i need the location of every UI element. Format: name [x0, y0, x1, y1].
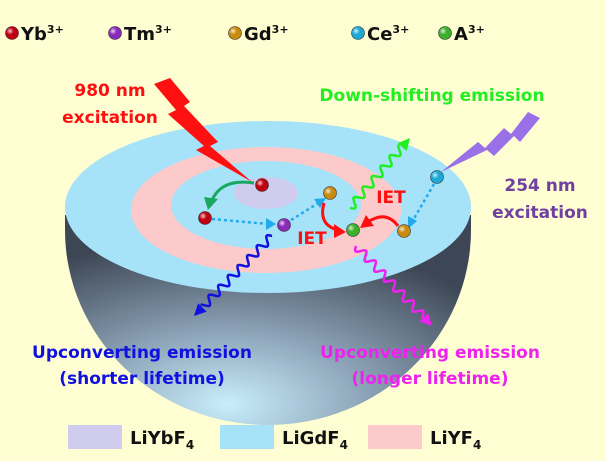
- legend-ion-ce-icon-shine: [351, 26, 365, 40]
- layer-label: LiYF4: [430, 428, 481, 452]
- layer-swatch: [220, 425, 274, 449]
- ce-ion-shine: [430, 170, 444, 184]
- exc980-label-2: excitation: [62, 108, 158, 128]
- layer-swatch: [368, 425, 422, 449]
- legend-ion-label: Tm3+: [124, 23, 172, 45]
- lightning-980-icon: [154, 78, 252, 182]
- legend-ion-label: A3+: [454, 23, 485, 45]
- arrowhead: [204, 197, 218, 210]
- layer-legend: LiYbF4 LiGdF4 LiYF4: [68, 425, 481, 452]
- transfer-ce-gd: [410, 183, 436, 223]
- layer-label: LiYbF4: [130, 428, 194, 452]
- legend-ion-label: Gd3+: [244, 23, 289, 45]
- legend-ion-yb-icon-shine: [5, 26, 19, 40]
- exc254-label-2: excitation: [492, 203, 588, 223]
- downshift-emission-arrow: [349, 143, 402, 210]
- core-liybf4: [234, 177, 298, 209]
- arrowhead: [360, 215, 374, 228]
- exc980-label-1: 980 nm: [74, 81, 145, 101]
- downshift-emission-arrow-head: [397, 138, 410, 152]
- uc-long-label-1: Upconverting emission: [320, 343, 540, 363]
- iet-label-2: IET: [297, 229, 327, 249]
- tm-ion-shine: [277, 218, 291, 232]
- yb-ion-shine: [255, 178, 269, 192]
- downshift-label: Down-shifting emission: [319, 86, 544, 106]
- uc-short-label-2: (shorter lifetime): [59, 369, 225, 389]
- arrowhead: [408, 216, 417, 229]
- arrowhead: [334, 224, 346, 238]
- legend-ion-tm-icon-shine: [108, 26, 122, 40]
- uc-long-emission-arrow: [353, 245, 425, 319]
- yb-ion-shine: [198, 211, 212, 225]
- gd-ion-shine: [397, 224, 411, 238]
- a-ion-shine: [346, 223, 360, 237]
- uc-short-emission-arrow-head: [194, 303, 207, 316]
- migration-arrow: [210, 180, 255, 201]
- legend-ion-label: Yb3+: [20, 23, 64, 45]
- ion-legend: Yb3+ Tm3+ Gd3+ Ce3+ A3+: [5, 23, 485, 45]
- exc254-label-1: 254 nm: [504, 176, 575, 196]
- lightning-254-icon: [441, 112, 540, 172]
- legend-ion-gd-icon-shine: [228, 26, 242, 40]
- uc-short-emission-arrow: [200, 233, 273, 308]
- iet-arrow-gd2-a: [367, 215, 400, 227]
- arrowhead: [314, 198, 326, 208]
- uc-short-label-1: Upconverting emission: [32, 343, 252, 363]
- gd-ion-shine: [323, 186, 337, 200]
- layer-label: LiGdF4: [282, 428, 348, 452]
- uc-long-emission-arrow-head: [419, 313, 432, 326]
- uc-long-label-2: (longer lifetime): [352, 369, 509, 389]
- arrowhead: [266, 218, 276, 230]
- legend-ion-label: Ce3+: [367, 23, 409, 45]
- layer-swatch: [68, 425, 122, 449]
- legend-ion-a-icon-shine: [438, 26, 452, 40]
- iet-label-1: IET: [376, 188, 406, 208]
